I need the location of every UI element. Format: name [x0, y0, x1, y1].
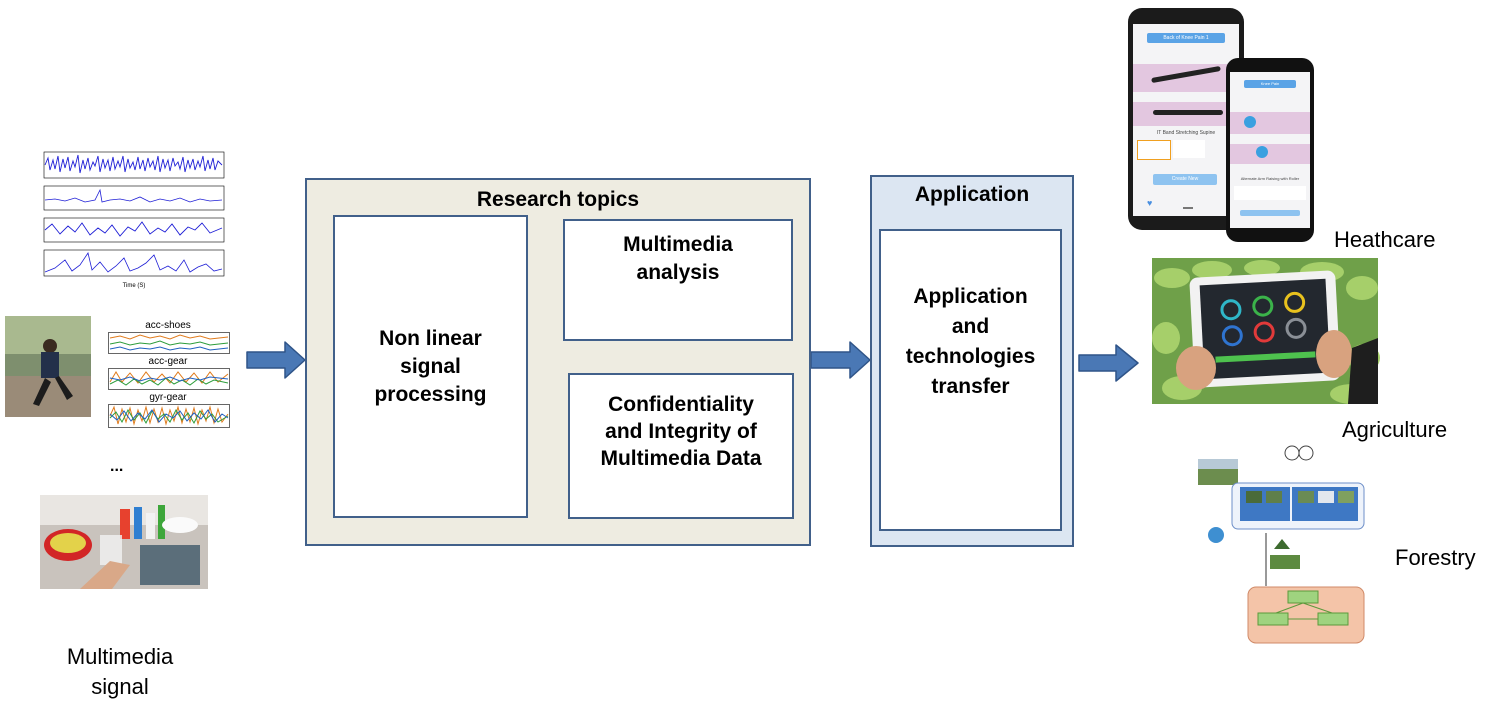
kitchen-photo: [40, 495, 208, 589]
waveform-3: [44, 221, 223, 237]
caption-line-2: signal: [91, 674, 149, 699]
phone-create-button[interactable]: Create New: [1153, 174, 1217, 185]
nonlinear-line-3: processing: [374, 382, 487, 406]
arrow-application-to-domains: [1078, 344, 1139, 382]
waveform-4: [44, 252, 223, 273]
confidentiality-integrity-box: Confidentiality and Integrity of Multime…: [568, 373, 794, 519]
application-line-2: and: [951, 315, 990, 338]
healthcare-label: Heathcare: [1334, 227, 1436, 252]
plot-acc-shoes: [108, 332, 230, 354]
waveform-2: [44, 188, 223, 203]
plot-gyr-gear: [108, 404, 230, 428]
forestry-diagram-image: [1198, 445, 1365, 644]
phone-banner-1: Back of Knee Pain 1: [1147, 33, 1225, 43]
plot-label-gyr-gear: gyr-gear: [149, 392, 187, 403]
phone-large-screen: Back of Knee Pain 1 IT Band Stretching S…: [1133, 24, 1239, 216]
sensor-plot-group: acc-shoes acc-gear gyr-gear: [98, 318, 238, 430]
nonlinear-signal-processing-box: Non linear signal processing: [333, 215, 528, 518]
person-exercise-photo: [5, 316, 91, 417]
research-topics-title: Research topics: [476, 188, 640, 211]
multimedia-analysis-box: Multimedia analysis: [563, 219, 793, 341]
confid-line-3: Multimedia Data: [600, 446, 762, 470]
confid-line-2: and Integrity of: [605, 419, 757, 443]
multimedia-signal-inputs: Time (S) acc-shoes acc-gear gyr-gear: [0, 0, 240, 705]
arrow-research-to-application: [810, 341, 871, 379]
research-topics-box: Research topics Non linear signal proces…: [305, 178, 811, 546]
plot-acc-gear: [108, 368, 230, 390]
waveform-1: [44, 154, 223, 174]
plot-label-acc-shoes: acc-shoes: [145, 320, 191, 331]
phone-banner-2: Knee Pain: [1244, 80, 1296, 88]
sensor-waveform-plots: Time (S): [43, 151, 225, 289]
application-line-4: transfer: [931, 375, 1010, 398]
confid-line-1: Confidentiality: [608, 392, 754, 416]
application-title: Application: [914, 183, 1030, 206]
phone-heart-icon: ♥: [1147, 198, 1153, 208]
caption-line-1: Multimedia: [66, 644, 174, 669]
phone-exercise-2: Alternate Arm Raising with Roller: [1240, 176, 1300, 181]
agriculture-label: Agriculture: [1342, 417, 1448, 442]
application-box: Application Application and technologies…: [870, 175, 1074, 547]
nonlinear-line-2: signal: [400, 354, 461, 378]
axis-caption: Time (S): [123, 283, 146, 289]
phone-bars-icon: [1183, 200, 1193, 209]
application-technologies-transfer-box: Application and technologies transfer: [879, 229, 1062, 531]
ellipsis: ...: [110, 458, 124, 475]
phone-exercise-1: IT Band Stretching Supine: [1156, 130, 1216, 136]
phone-small: Knee Pain Alternate Arm Raising with Rol…: [1226, 58, 1314, 242]
application-line-1: Application: [913, 285, 1028, 308]
forestry-label: Forestry: [1395, 545, 1476, 570]
plot-label-acc-gear: acc-gear: [148, 356, 188, 367]
multimedia-line-1: Multimedia: [623, 233, 733, 256]
healthcare-phones-image: Back of Knee Pain 1 IT Band Stretching S…: [1128, 8, 1318, 246]
multimedia-line-2: analysis: [636, 261, 720, 284]
phone-large: Back of Knee Pain 1 IT Band Stretching S…: [1128, 8, 1244, 230]
phone-small-screen: Knee Pain Alternate Arm Raising with Rol…: [1230, 72, 1310, 228]
arrow-input-to-research: [246, 341, 306, 379]
nonlinear-line-1: Non linear: [379, 326, 482, 350]
application-line-3: technologies: [905, 345, 1036, 368]
multimedia-signal-caption: Multimedia signal: [20, 642, 220, 702]
agriculture-tablet-image: [1152, 258, 1380, 404]
